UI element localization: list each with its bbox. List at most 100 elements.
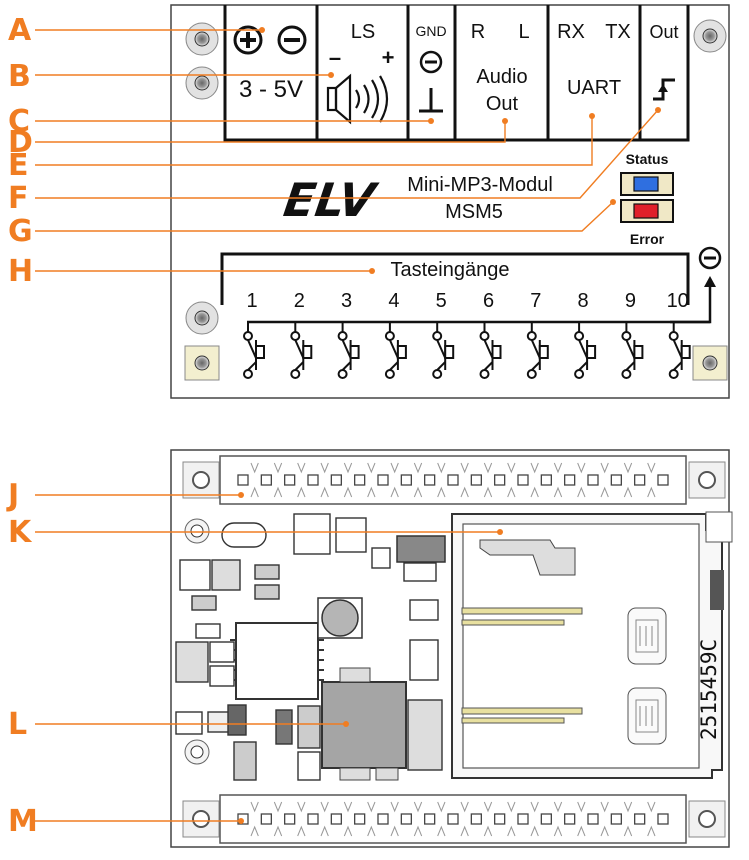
header-pin-outline (600, 462, 609, 498)
mounting-pad (184, 345, 220, 381)
pushbutton-5: 5 (432, 290, 455, 379)
header-pin-outline (413, 801, 423, 837)
header-pin (284, 813, 296, 825)
uart-tx: TX (605, 21, 631, 43)
callout-c: C (8, 104, 434, 139)
header-pin-outline (507, 462, 516, 498)
header-pin (494, 813, 506, 825)
small-components (175, 513, 443, 781)
error-led (620, 199, 674, 223)
header-pin (330, 813, 342, 825)
header-pin (540, 813, 552, 825)
header-pin-outline (647, 462, 656, 498)
qfn-chip (230, 622, 324, 700)
top-board: 3 - 5V LS – + GND R L Audio Out RX T (170, 4, 730, 399)
header-pin-outline (530, 801, 539, 837)
header-pin (610, 813, 622, 825)
inputs-bracket (220, 252, 690, 305)
audio-line2: Out (486, 93, 519, 115)
corner-hole (182, 800, 220, 838)
callout-group: A B C D E F G H J K L M (6, 13, 661, 839)
header-pin-outline (483, 801, 493, 837)
sd-card-slot (451, 511, 733, 779)
button-number: 2 (294, 290, 305, 312)
header-pin (307, 474, 319, 486)
header-pin (237, 474, 249, 486)
header-pin-outline (437, 801, 446, 837)
status-led-label: Status (626, 151, 669, 167)
svg-text:J: J (6, 478, 19, 513)
module-id: MSM5 (445, 201, 503, 223)
button-number: 7 (530, 290, 541, 312)
pushbutton-10: 10 (667, 290, 691, 379)
header-pin-outline (390, 462, 399, 498)
header-pin-outline (320, 801, 329, 837)
header-pin (587, 474, 599, 486)
svg-text:H: H (8, 254, 33, 289)
header-pin (447, 813, 459, 825)
error-led-label: Error (630, 231, 665, 247)
header-pin (517, 474, 529, 486)
header-pin (587, 813, 599, 825)
gnd-label: GND (415, 23, 446, 39)
header-pin-outline (460, 462, 469, 498)
header-pin (354, 474, 366, 486)
ls-minus: – (329, 45, 341, 70)
header-pin (494, 474, 506, 486)
button-number: 9 (625, 290, 636, 312)
crystal (317, 597, 363, 639)
header-pin-outline (343, 801, 353, 837)
header-pin (284, 474, 296, 486)
button-number: 3 (341, 290, 352, 312)
transistor (396, 535, 446, 563)
ls-label: LS (351, 21, 375, 43)
header-pin (260, 813, 272, 825)
output-signal-icon (653, 78, 675, 101)
header-pin-outline (600, 801, 609, 837)
header-pin-outline (343, 462, 353, 498)
out-label: Out (649, 22, 678, 42)
header-pin-outline (297, 801, 306, 837)
callout-m: M (8, 804, 244, 839)
svg-text:L: L (8, 707, 27, 742)
uart-label: UART (567, 77, 621, 99)
button-number: 10 (667, 290, 689, 312)
svg-text:E: E (8, 148, 29, 183)
serial-number: 2515459C (697, 639, 721, 740)
corner-hole (182, 461, 220, 499)
button-number: 1 (246, 290, 257, 312)
bottom-board: 2515459C (170, 449, 733, 848)
header-pin-outline (437, 462, 446, 498)
header-pin (610, 474, 622, 486)
svg-text:C: C (8, 104, 30, 139)
header-pin (470, 474, 482, 486)
callout-d: D (8, 118, 508, 160)
button-number: 6 (483, 290, 494, 312)
header-pin (470, 813, 482, 825)
module-name: Mini-MP3-Modul (407, 174, 553, 196)
header-pin (354, 813, 366, 825)
header-pin (377, 474, 389, 486)
connector-block (223, 5, 690, 142)
header-pin-outline (553, 801, 563, 837)
callout-e: E (8, 113, 595, 183)
svg-text:D: D (8, 125, 33, 160)
callout-a: A (8, 13, 265, 48)
header-pin (330, 474, 342, 486)
header-pin (564, 474, 576, 486)
header-pin-outline (320, 462, 329, 498)
corner-hole (688, 800, 726, 838)
pushbutton-3: 3 (337, 290, 360, 379)
header-pin (634, 813, 646, 825)
header-pin-outline (367, 462, 376, 498)
mounting-pad (185, 301, 219, 335)
pushbutton-8: 8 (574, 290, 597, 379)
button-number: 5 (436, 290, 447, 312)
svg-text:K: K (8, 515, 33, 550)
svg-text:A: A (8, 13, 32, 48)
uart-rx: RX (557, 21, 585, 43)
header-pin-outline (623, 462, 633, 498)
ground-symbol-icon (419, 88, 443, 113)
pushbutton-6: 6 (479, 290, 502, 379)
svg-text:M: M (8, 804, 38, 839)
